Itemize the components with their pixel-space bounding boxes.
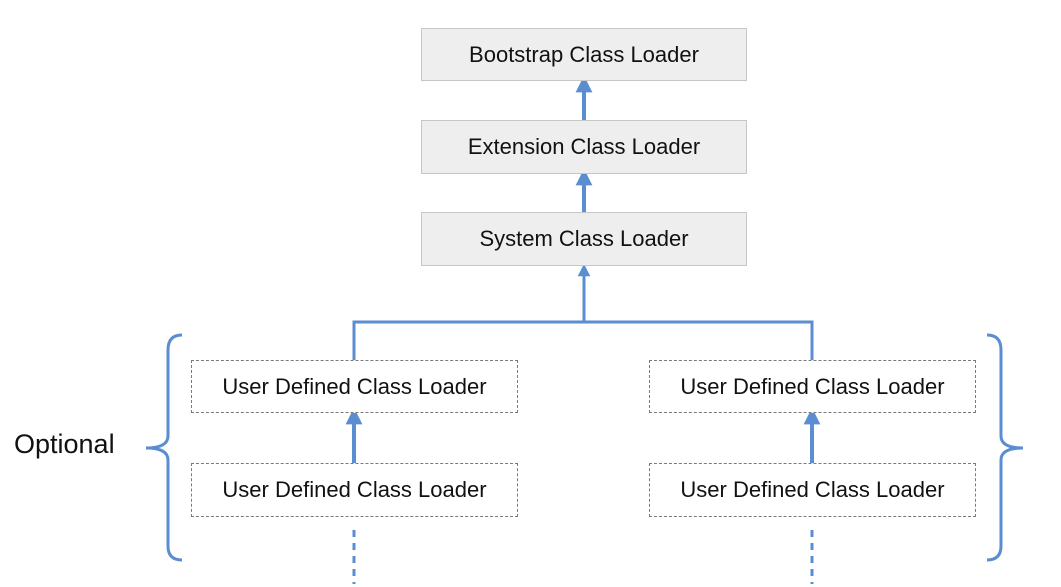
optional-group-label: Optional: [14, 429, 115, 459]
extension-class-loader-label: Extension Class Loader: [467, 134, 701, 159]
connector-user-branches-to-system: [352, 320, 814, 360]
system-class-loader-label: System Class Loader: [479, 226, 689, 251]
user-defined-class-loader-left-bottom: User Defined Class Loader: [191, 463, 518, 517]
user-defined-class-loader-left-top: User Defined Class Loader: [191, 360, 518, 413]
brace-right: [986, 333, 1024, 562]
extension-class-loader-node: Extension Class Loader: [421, 120, 747, 174]
system-class-loader-node: System Class Loader: [421, 212, 747, 266]
user-defined-class-loader-right-bottom: User Defined Class Loader: [649, 463, 976, 517]
user-defined-class-loader-label: User Defined Class Loader: [222, 477, 487, 502]
bootstrap-class-loader-label: Bootstrap Class Loader: [469, 41, 699, 67]
user-defined-class-loader-right-top: User Defined Class Loader: [649, 360, 976, 413]
bootstrap-class-loader-node: Bootstrap Class Loader: [421, 28, 747, 81]
user-defined-class-loader-label: User Defined Class Loader: [680, 477, 945, 502]
user-defined-class-loader-label: User Defined Class Loader: [222, 373, 487, 399]
user-defined-class-loader-label: User Defined Class Loader: [680, 373, 945, 399]
brace-left: [145, 333, 183, 562]
